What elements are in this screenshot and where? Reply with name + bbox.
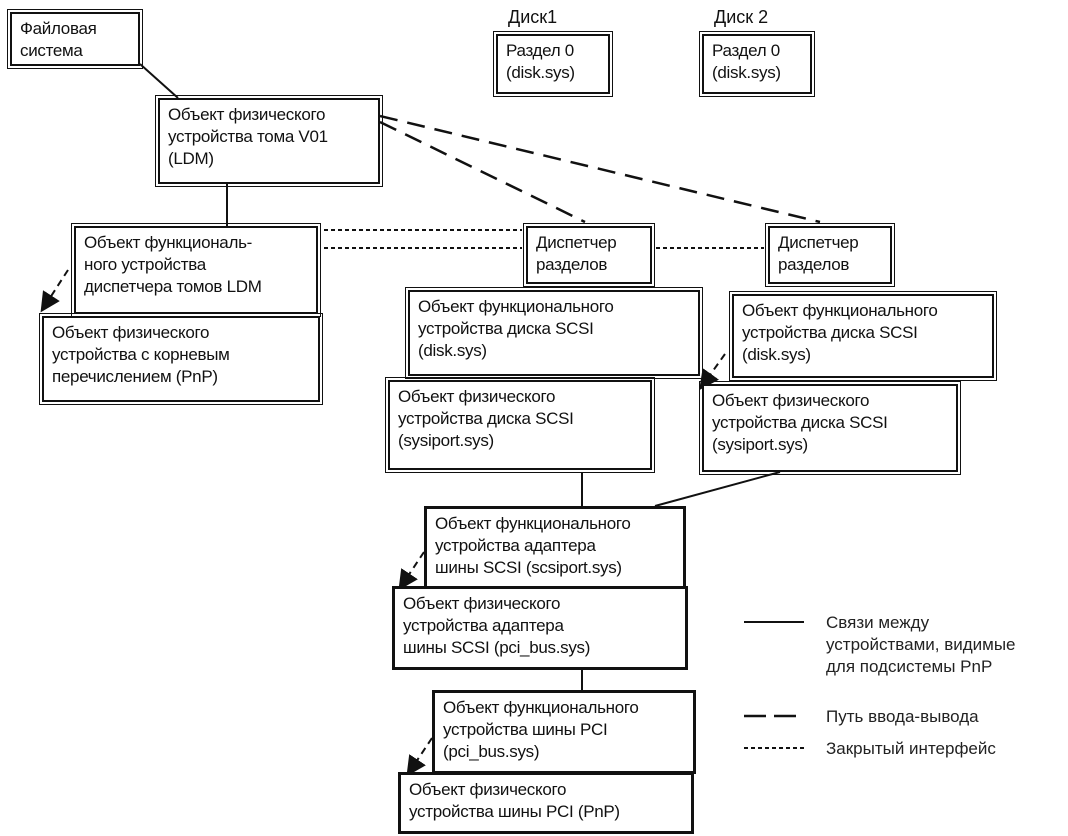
legend-item-pnp-links: Связи между устройствами, видимые для по… [826, 612, 1016, 678]
node-line: устройства шины PCI (PnP) [409, 802, 620, 821]
legend-line: устройствами, видимые [826, 635, 1016, 654]
node-line: перечислением (PnP) [52, 367, 218, 386]
disk1-fdo-node: Объект функционального устройства диска … [405, 287, 703, 379]
legend-line: Путь ввода-вывода [826, 707, 979, 726]
node-line: Раздел 0 [712, 41, 780, 60]
node-line: устройства диска SCSI [742, 323, 918, 342]
legend-line: Закрытый интерфейс [826, 739, 996, 758]
node-line: Объект физического [168, 105, 326, 124]
node-line: устройства диска SCSI [398, 409, 574, 428]
node-line: (disk.sys) [418, 341, 487, 360]
node-line: устройства шины PCI [443, 720, 608, 739]
node-line: устройства с корневым [52, 345, 230, 364]
scsi-adapter-fdo-node: Объект функционального устройства адапте… [424, 506, 686, 590]
node-line: (disk.sys) [742, 345, 811, 364]
node-line: Диспетчер [778, 233, 859, 252]
scsi-adapter-pdo-node: Объект физического устройства адаптера ш… [392, 586, 688, 670]
node-line: Объект функционального [443, 698, 639, 717]
node-line: Объект физического [712, 391, 870, 410]
node-line: Файловая [20, 19, 97, 38]
node-line: (LDM) [168, 149, 214, 168]
attach-arrow-disk2 [699, 353, 726, 391]
io-path-to-partmgr1 [379, 120, 586, 224]
node-line: (pci_bus.sys) [443, 742, 540, 761]
disk2-pdo-node: Объект физического устройства диска SCSI… [699, 381, 961, 475]
disk2-label: Диск 2 [714, 7, 769, 27]
root-enum-pdo-node: Объект физического устройства с корневым… [39, 313, 323, 405]
legend-line: Связи между [826, 613, 930, 632]
attach-arrow-scsi [398, 551, 425, 591]
node-line: устройства адаптера [435, 536, 596, 555]
legend-item-io-path: Путь ввода-вывода [826, 706, 979, 728]
node-line: Объект функциональ- [84, 233, 253, 252]
partition-manager-1-node: Диспетчер разделов [523, 223, 655, 287]
disk1-partition-node: Раздел 0 (disk.sys) [493, 31, 613, 97]
pci-bus-pdo-node: Объект физического устройства шины PCI (… [398, 772, 694, 834]
node-line: Объект физического [398, 387, 556, 406]
link-disk2-pdo-to-scsi-fdo [654, 471, 781, 507]
node-line: (sysiport.sys) [712, 435, 808, 454]
partition-manager-2-node: Диспетчер разделов [765, 223, 895, 287]
file-system-node: Файловая система [7, 9, 143, 69]
io-path-to-partmgr2 [379, 114, 821, 224]
node-line: Объект физического [409, 780, 567, 799]
node-line: Раздел 0 [506, 41, 574, 60]
node-line: устройства тома V01 [168, 127, 328, 146]
node-line: шины SCSI (pci_bus.sys) [403, 638, 591, 657]
disk2-partition-node: Раздел 0 (disk.sys) [699, 31, 815, 97]
disk2-fdo-node: Объект функционального устройства диска … [729, 291, 997, 381]
link-fs-to-volume [139, 63, 179, 99]
node-line: устройства диска SCSI [418, 319, 594, 338]
node-line: шины SCSI (scsiport.sys) [435, 558, 622, 577]
volume-pdo-node: Объект физического устройства тома V01 (… [155, 95, 383, 187]
node-line: устройства диска SCSI [712, 413, 888, 432]
node-line: Объект функционального [435, 514, 631, 533]
node-line: Объект функционального [742, 301, 938, 320]
node-line: диспетчера томов LDM [84, 277, 262, 296]
legend-item-private-interface: Закрытый интерфейс [826, 738, 996, 760]
legend-line: для подсистемы PnP [826, 657, 993, 676]
node-line: ного устройства [84, 255, 206, 274]
pci-bus-fdo-node: Объект функционального устройства шины P… [432, 690, 696, 774]
disk1-label: Диск1 [508, 7, 558, 27]
attach-arrow-ldm [40, 269, 69, 313]
node-line: (sysiport.sys) [398, 431, 494, 450]
node-line: система [20, 41, 83, 60]
node-line: (disk.sys) [712, 63, 781, 82]
node-line: (disk.sys) [506, 63, 575, 82]
node-line: устройства адаптера [403, 616, 564, 635]
node-line: разделов [536, 255, 608, 274]
node-line: Объект физического [52, 323, 210, 342]
attach-arrow-pci [406, 737, 433, 777]
node-line: Объект физического [403, 594, 561, 613]
node-line: Диспетчер [536, 233, 617, 252]
ldm-fdo-node: Объект функциональ- ного устройства дисп… [71, 223, 321, 317]
node-line: разделов [778, 255, 850, 274]
node-line: Объект функционального [418, 297, 614, 316]
disk1-pdo-node: Объект физического устройства диска SCSI… [385, 377, 655, 473]
